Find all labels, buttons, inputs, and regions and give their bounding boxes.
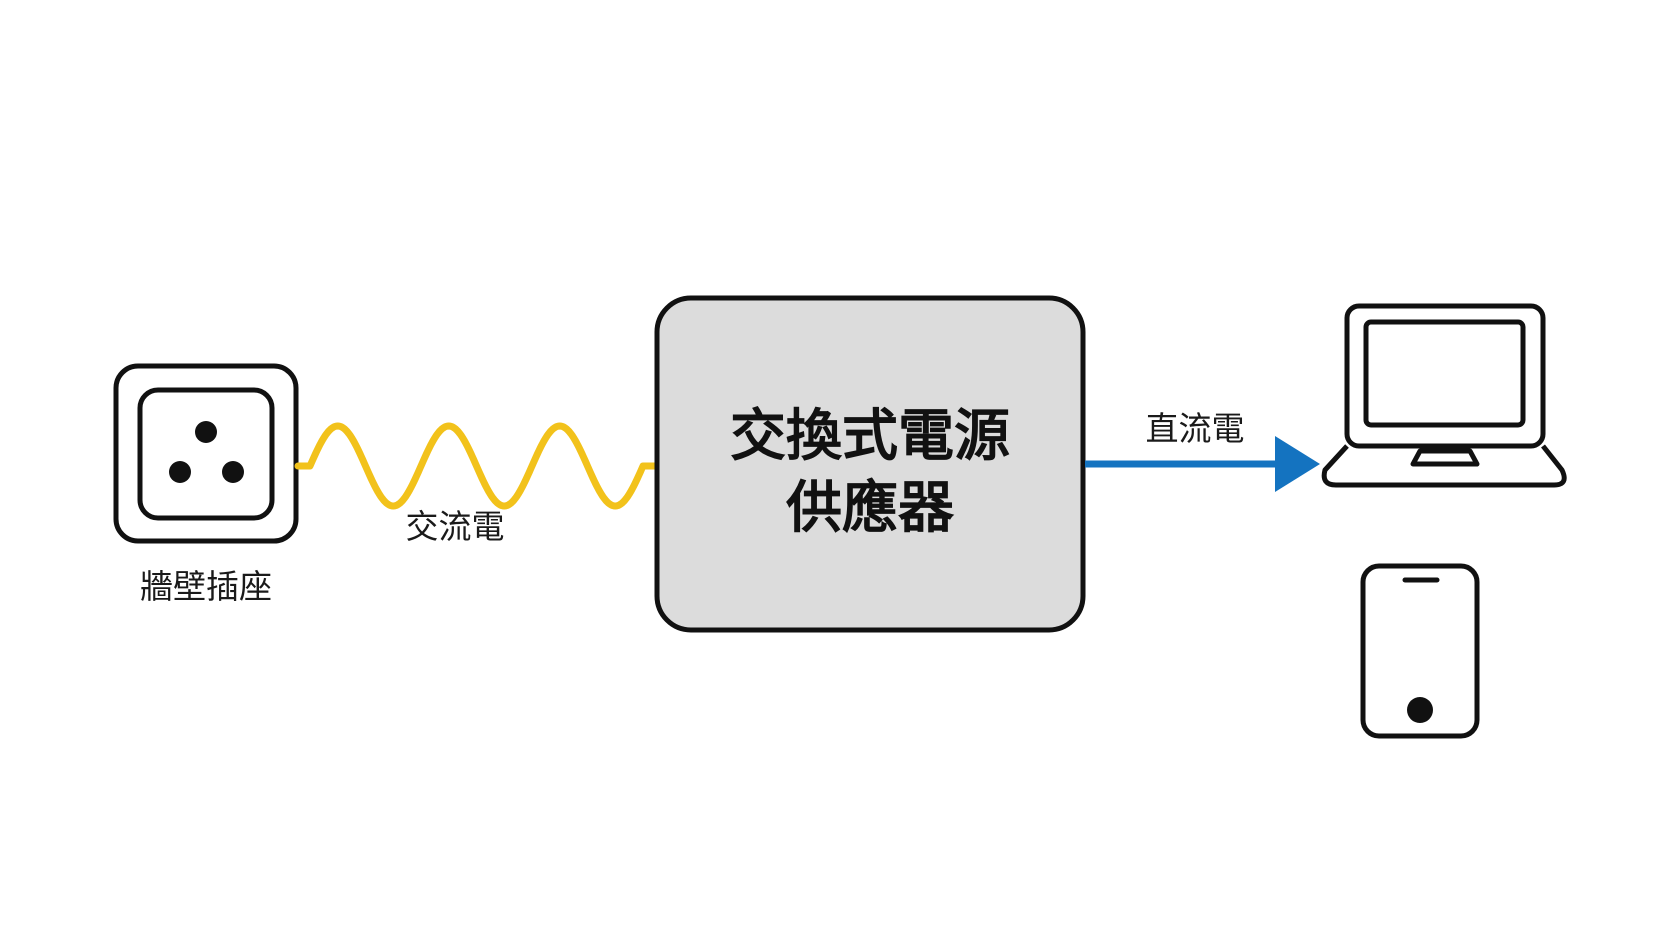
laptop-screen: [1363, 319, 1526, 428]
wall-outlet-icon: [113, 363, 299, 544]
laptop-screen-frame: [1344, 303, 1546, 449]
dc-arrow-head: [1275, 436, 1320, 492]
power-supply-title-line1: 交換式電源: [730, 404, 1010, 469]
phone-body: [1360, 563, 1480, 739]
power-supply-title-line2: 供應器: [786, 476, 955, 541]
laptop-base: [1321, 444, 1567, 488]
phone-home-button: [1407, 697, 1433, 723]
dc-label: 直流電: [1146, 409, 1245, 448]
outlet-hole-top: [195, 421, 217, 443]
power-supply-box: [654, 295, 1086, 633]
smartphone-icon: [1360, 563, 1480, 739]
ac-label: 交流電: [406, 507, 505, 546]
outlet-hole-left: [169, 461, 191, 483]
wall-outlet-label: 牆壁插座: [140, 567, 272, 606]
ac-wave-line: [294, 422, 659, 510]
outlet-hole-right: [222, 461, 244, 483]
laptop-trackpad: [1410, 448, 1480, 467]
outlet-inner-face: [137, 387, 275, 521]
laptop-icon: [1321, 303, 1567, 488]
